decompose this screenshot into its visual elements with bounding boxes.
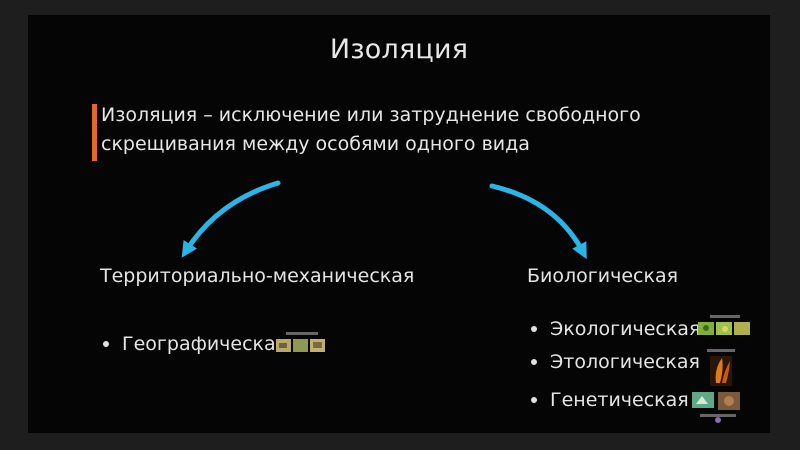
geographic-thumbnail-icon <box>276 332 325 352</box>
bullet-icon <box>531 359 537 365</box>
list-item-label: Этологическая <box>550 351 700 373</box>
bullet-icon <box>531 326 537 332</box>
branch-arrows <box>181 180 587 260</box>
list-item-genetic: Генетическая <box>531 389 689 411</box>
ecological-thumbnail-icon <box>698 315 750 335</box>
list-item-geographic: Географическая <box>103 333 287 355</box>
presentation-slide: Изоляция Изоляция – исключение или затру… <box>28 15 770 433</box>
definition-accent-bar <box>92 104 97 161</box>
list-item-ecological: Экологическая <box>531 318 700 340</box>
list-item-label: Географическая <box>122 333 288 355</box>
list-item-ethological: Этологическая <box>531 351 700 373</box>
left-arrow-icon <box>181 180 281 258</box>
right-arrow-icon <box>489 183 587 260</box>
definition-text: Изоляция – исключение или затруднение св… <box>101 101 661 159</box>
bullet-icon <box>531 397 537 403</box>
left-branch-heading: Территориально-механическая <box>100 265 415 287</box>
right-branch-heading: Биологическая <box>527 265 679 287</box>
ethological-thumbnail-icon <box>707 349 735 386</box>
genetic-thumbnail-icon <box>692 392 740 423</box>
definition-line-2: скрещивания между особями одного вида <box>101 133 530 155</box>
slide-title: Изоляция <box>329 34 469 65</box>
list-item-label: Экологическая <box>550 318 701 340</box>
list-item-label: Генетическая <box>550 389 689 411</box>
bullet-icon <box>103 341 109 347</box>
definition-line-1: Изоляция – исключение или затруднение св… <box>101 104 641 126</box>
